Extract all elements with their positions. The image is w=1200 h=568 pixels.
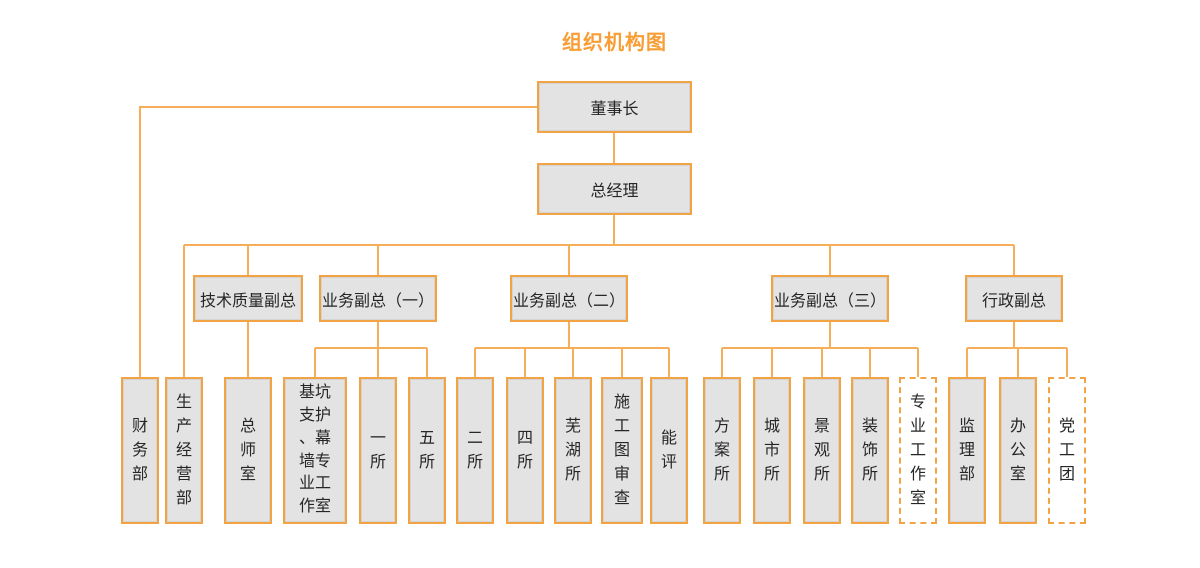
node-label: 行政副总 [981, 292, 1046, 310]
node-label: 生产经营部 [175, 393, 192, 507]
node-label: 景观所 [813, 417, 830, 483]
node-label: 专业工作室 [909, 393, 926, 507]
node-landscape-institute: 景观所 [803, 377, 841, 524]
node-label: 基坑支护、幕墙专业工作室 [298, 384, 331, 515]
node-label: 城市所 [763, 417, 780, 483]
node-label: 能评 [660, 429, 677, 471]
node-label: 业务副总（二） [512, 292, 625, 310]
node-label: 方案所 [713, 417, 730, 483]
node-wuhu-institute: 芜湖所 [554, 377, 592, 524]
node-chairman: 董事长 [537, 81, 692, 133]
node-label: 技术质量副总 [199, 292, 296, 310]
node-scheme-institute: 方案所 [703, 377, 741, 524]
node-institute-5: 五所 [408, 377, 446, 524]
node-vp-business-2: 业务副总（二） [510, 275, 628, 322]
node-label: 五所 [418, 429, 435, 471]
node-label: 芜湖所 [564, 417, 581, 483]
node-finance-dept: 财务部 [121, 377, 159, 524]
node-institute-1: 一所 [359, 377, 397, 524]
node-label: 二所 [466, 429, 483, 471]
node-vp-business-1: 业务副总（一） [319, 275, 437, 322]
node-vp-tech-quality: 技术质量副总 [193, 275, 303, 322]
node-institute-4: 四所 [506, 377, 544, 524]
node-urban-institute: 城市所 [753, 377, 791, 524]
node-party-union-group: 党工团 [1048, 377, 1086, 524]
node-label: 一所 [369, 429, 386, 471]
node-chief-engineer-office: 总师室 [224, 377, 272, 524]
node-label: 办公室 [1009, 417, 1026, 483]
node-supervision-dept: 监理部 [948, 377, 986, 524]
node-general-manager: 总经理 [537, 163, 692, 215]
node-institute-2: 二所 [456, 377, 494, 524]
node-label: 总经理 [590, 183, 639, 200]
node-label: 装饰所 [861, 417, 878, 483]
node-label: 四所 [516, 429, 533, 471]
node-vp-admin: 行政副总 [965, 275, 1063, 322]
node-vp-business-3: 业务副总（三） [771, 275, 889, 322]
node-label: 业务副总（三） [773, 292, 886, 310]
node-label: 总师室 [239, 417, 256, 483]
node-label: 施工图审查 [613, 393, 630, 507]
node-production-operation-dept: 生产经营部 [165, 377, 203, 524]
node-label: 财务部 [131, 417, 148, 483]
node-label: 董事长 [590, 101, 639, 118]
node-foundation-curtainwall-studio: 基坑支护、幕墙专业工作室 [283, 377, 347, 524]
node-label: 监理部 [958, 417, 975, 483]
node-specialty-studio: 专业工作室 [899, 377, 937, 524]
node-construction-drawing-review: 施工图审查 [601, 377, 643, 524]
node-office: 办公室 [999, 377, 1037, 524]
node-label: 业务副总（一） [321, 292, 434, 310]
chart-title: 组织机构图 [562, 32, 667, 54]
node-label: 党工团 [1058, 417, 1075, 483]
node-energy-evaluation: 能评 [650, 377, 688, 524]
node-decoration-institute: 装饰所 [851, 377, 889, 524]
